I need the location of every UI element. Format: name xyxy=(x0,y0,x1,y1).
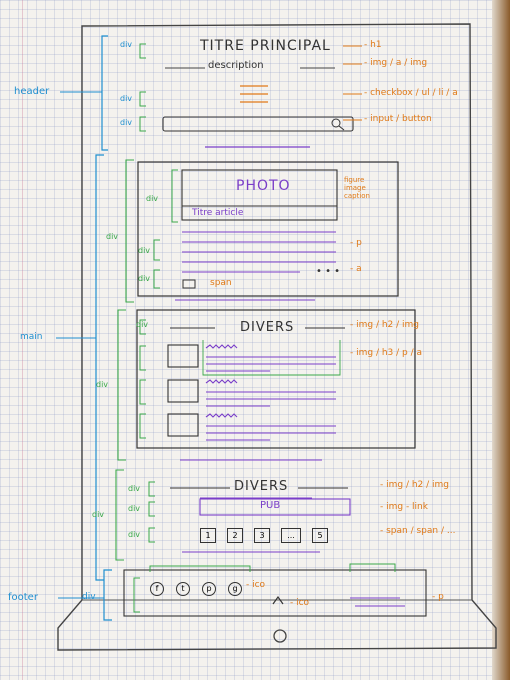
divers-card xyxy=(136,309,416,449)
divers-thumb-2 xyxy=(167,379,199,403)
page-description: description xyxy=(208,60,264,71)
search-input xyxy=(162,116,354,132)
table-edge xyxy=(492,0,510,680)
pinterest-icon[interactable]: p xyxy=(202,582,216,596)
page-ellipsis: ... xyxy=(281,528,301,543)
annotation-input-button: - input / button xyxy=(364,114,432,124)
divers-heading-2: DIVERS xyxy=(234,479,289,494)
annotation-divers: - img / h2 / img xyxy=(350,320,420,330)
pagination: 1 2 3 ... 5 xyxy=(200,528,328,543)
figure-notes: figure image caption xyxy=(344,176,370,200)
label-div-1: div xyxy=(120,40,133,49)
tablet-outline xyxy=(57,23,497,651)
annotation-divers-2: - img / h2 / img xyxy=(380,480,450,490)
divers-heading: DIVERS xyxy=(240,320,295,335)
twitter-icon[interactable]: t xyxy=(176,582,190,596)
photo-card xyxy=(137,161,399,297)
span-icon xyxy=(182,279,196,289)
label-div-divers: div xyxy=(136,320,149,329)
annotation-pub: - img - link xyxy=(380,502,428,512)
facebook-icon[interactable]: f xyxy=(150,582,164,596)
annotation-ico-up: - ico xyxy=(290,598,310,608)
annotation-pagination: - span / span / ... xyxy=(380,526,456,536)
more-dots: • • • xyxy=(316,266,341,277)
photo-figure xyxy=(181,169,338,221)
annotation-h1: - h1 xyxy=(364,40,382,50)
label-div-photo: div xyxy=(146,194,159,203)
label-div-main-2: div xyxy=(96,380,109,389)
label-div-3: div xyxy=(120,118,133,127)
page-2[interactable]: 2 xyxy=(227,528,243,543)
divers-thumb-3 xyxy=(167,413,199,437)
page-1[interactable]: 1 xyxy=(200,528,216,543)
annotation-footer-p: - p xyxy=(432,592,444,602)
label-div-span: div xyxy=(138,274,151,283)
label-header: header xyxy=(14,86,50,97)
annotation-img-a-img: - img / a / img xyxy=(364,58,428,68)
divers-thumb-1 xyxy=(167,344,199,368)
photo-label: PHOTO xyxy=(236,178,291,194)
annotation-span: span xyxy=(210,278,232,288)
search-icon xyxy=(331,118,341,128)
page-title: TITRE PRINCIPAL xyxy=(200,38,331,54)
footer-box xyxy=(123,569,427,617)
label-div-p: div xyxy=(138,246,151,255)
page-3[interactable]: 3 xyxy=(254,528,270,543)
pub-banner xyxy=(199,498,351,516)
google-icon[interactable]: g xyxy=(228,582,242,596)
back-to-top-icon xyxy=(272,595,284,605)
label-div-pag: div xyxy=(128,530,141,539)
label-main: main xyxy=(20,332,43,342)
home-button xyxy=(273,629,287,643)
social-icons: f t p g xyxy=(150,582,242,596)
annotation-p: - p xyxy=(350,238,362,248)
paper-margin-line xyxy=(22,0,23,680)
label-footer-div: div xyxy=(82,592,96,602)
label-div-main-1: div xyxy=(106,232,119,241)
label-div-2: div xyxy=(120,94,133,103)
annotation-checkbox-ul-li-a: - checkbox / ul / li / a xyxy=(364,88,458,98)
annotation-a: - a xyxy=(350,264,362,274)
pub-label: PUB xyxy=(260,500,281,511)
annotation-divers-row: - img / h3 / p / a xyxy=(350,348,423,358)
label-footer: footer xyxy=(8,592,38,603)
annotation-ico: - ico xyxy=(246,580,266,590)
label-div-main-3: div xyxy=(92,510,105,519)
label-div-pub: div xyxy=(128,504,141,513)
article-title: Titre article xyxy=(192,208,244,218)
page-5[interactable]: 5 xyxy=(312,528,328,543)
label-div-d2: div xyxy=(128,484,141,493)
